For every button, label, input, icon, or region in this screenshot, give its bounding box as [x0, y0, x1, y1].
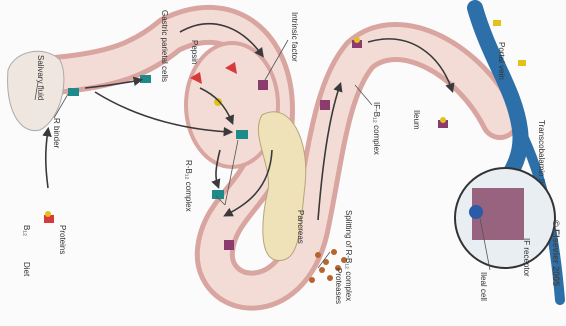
label-proteases: Proteases — [334, 268, 342, 304]
label-splitting: Splitting of R-B₁₂ complex — [344, 210, 352, 301]
label-salivary-fluid: Salivary fluid — [36, 55, 44, 100]
label-b12: B₁₂ — [22, 225, 30, 236]
label-proteins: Proteins — [58, 225, 66, 254]
label-intrinsic-factor: Intrinsic factor — [290, 12, 298, 62]
label-diet: Diet — [22, 262, 30, 276]
label-r-b12-complex: R-B₁₂ complex — [184, 160, 192, 212]
label-ileum: Ileum — [412, 110, 420, 130]
label-gastric-parietal-cells: Gastric parietal cells — [160, 10, 168, 82]
label-transcobalamin: Transcobalamin II — [537, 120, 545, 183]
label-portal-vein: Portal vein — [497, 42, 505, 80]
label-if-b12-complex: IF-B₁₂ complex — [372, 102, 380, 155]
label-if-receptor: IF receptor — [522, 238, 530, 277]
label-r-binder: R binder — [52, 118, 60, 148]
label-pancreas: Pancreas — [296, 210, 304, 244]
label-pepsin: Pepsin — [190, 40, 198, 64]
copyright-notice: © Elsevier 2005 — [551, 220, 560, 286]
if-receptor — [469, 205, 483, 219]
label-ileal-cell: Ileal cell — [479, 272, 487, 301]
